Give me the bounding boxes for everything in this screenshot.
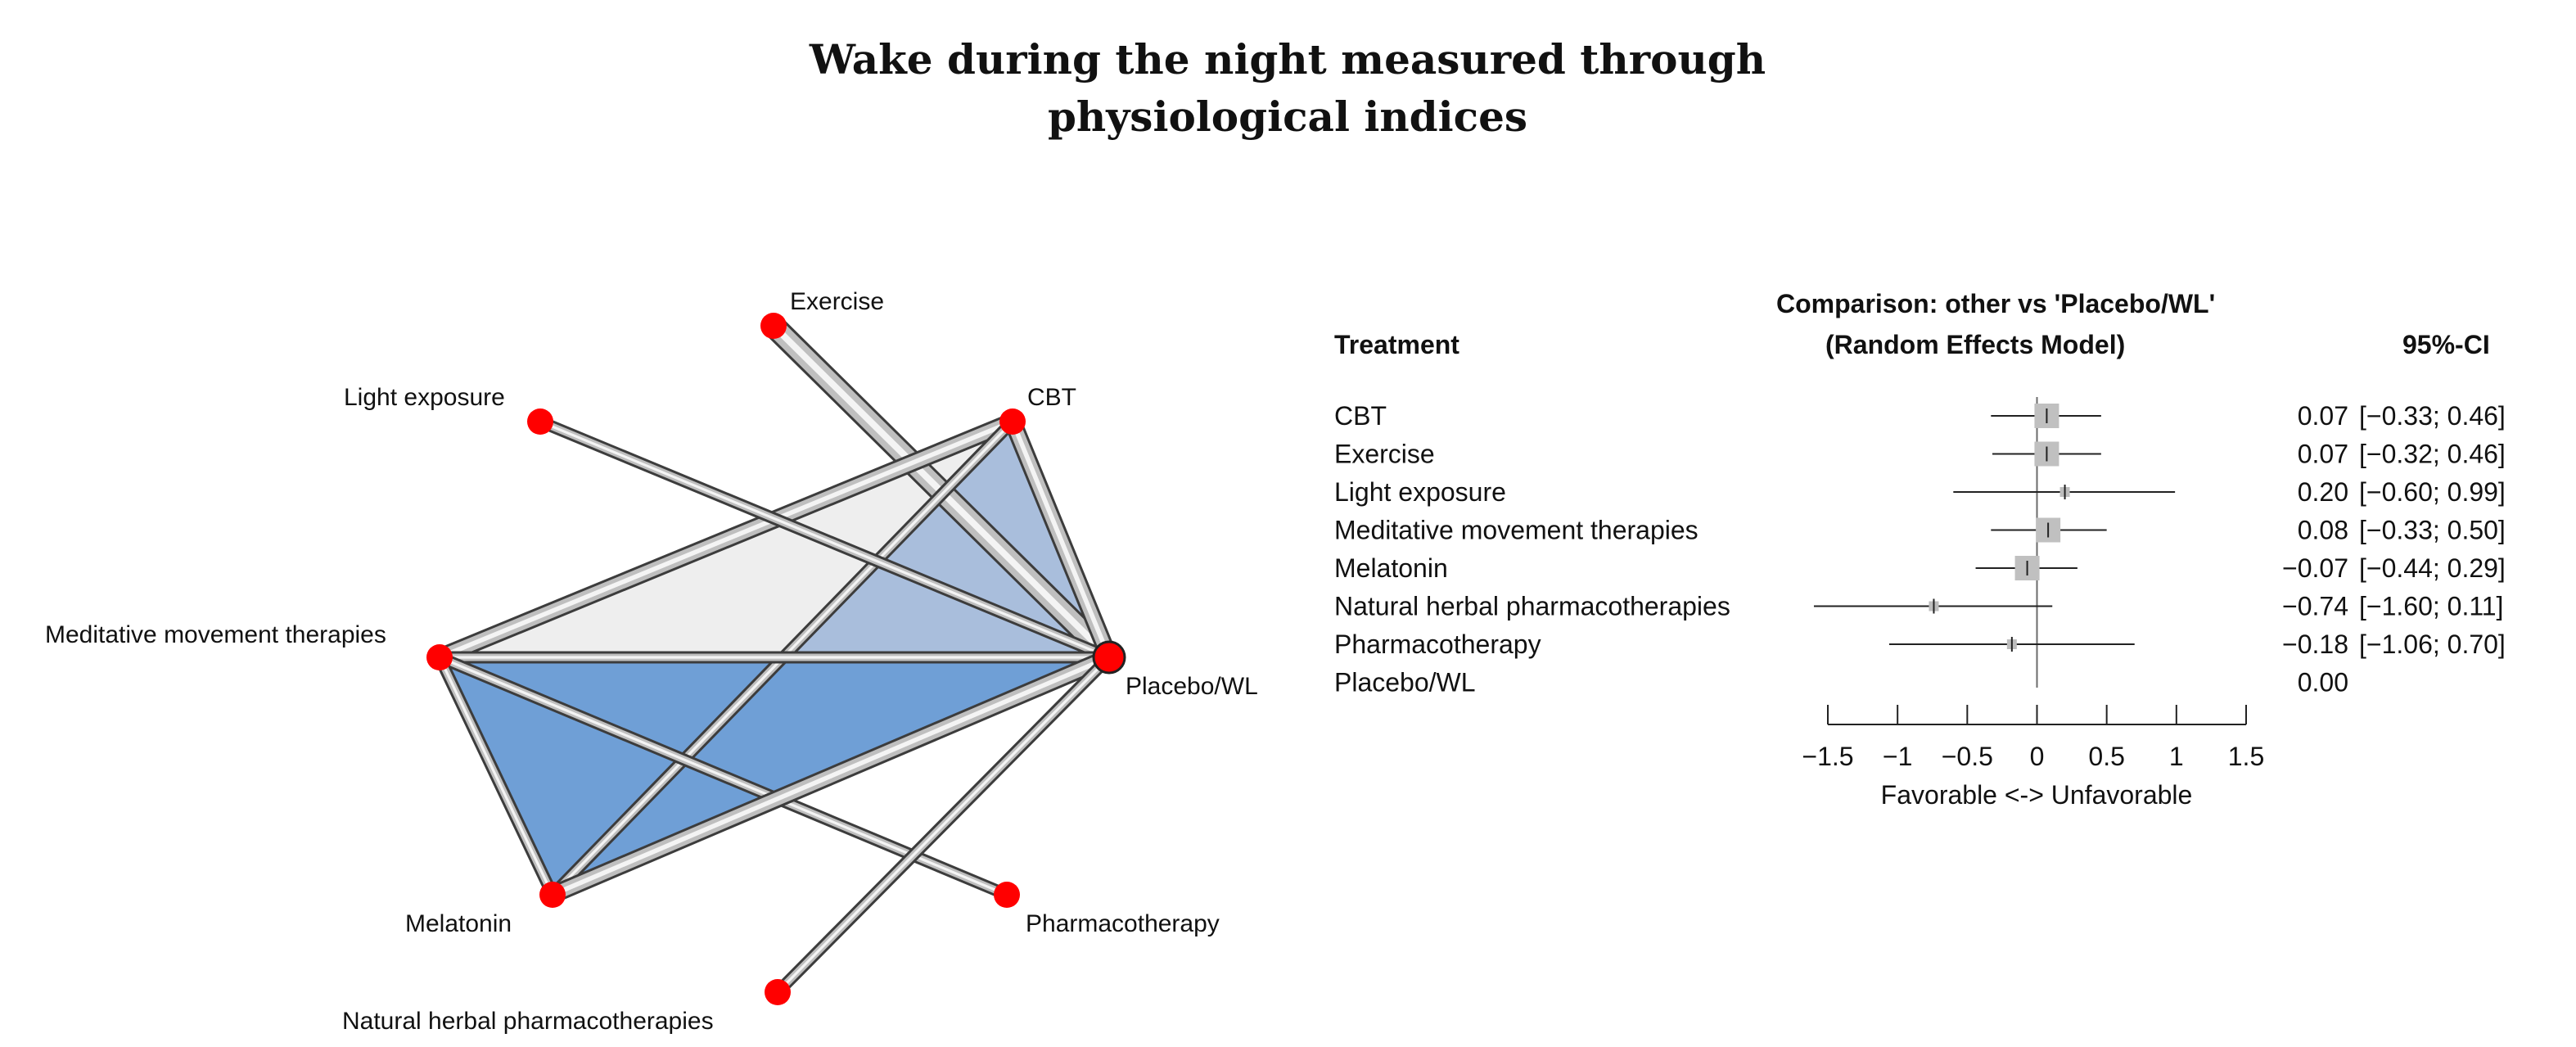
title-line-1: Wake during the night measured through [809, 35, 1766, 83]
forest-row-ci: [−0.32; 0.46] [2359, 440, 2506, 469]
forest-row: Natural herbal pharmacotherapies −0.74 [−1… [1334, 592, 2503, 621]
forest-row-estimate: 0.07 [2298, 401, 2348, 431]
network-node-pharma [994, 882, 1020, 908]
forest-x-tick-label: 1 [2169, 742, 2184, 771]
forest-header-title-2: (Random Effects Model) [1825, 330, 2125, 359]
network-edge-melatonin-placebo [544, 648, 1118, 904]
forest-row: CBT 0.07 [−0.33; 0.46] [1334, 401, 2506, 431]
node-label-melatonin: Melatonin [405, 910, 512, 937]
forest-row-ci: [−1.06; 0.70] [2359, 630, 2506, 659]
forest-row-ci: [−0.33; 0.50] [2359, 516, 2506, 545]
network-edges [431, 314, 1121, 999]
network-node-light [527, 408, 553, 435]
forest-x-tick-label: 0 [2030, 742, 2045, 771]
forest-header-title-1: Comparison: other vs 'Placebo/WL' [1776, 289, 2215, 318]
forest-row-ci: [−1.60; 0.11] [2359, 592, 2503, 621]
forest-row-treatment: Natural herbal pharmacotherapies [1334, 592, 1730, 621]
forest-x-tick-label: 1.5 [2228, 742, 2264, 771]
forest-row-estimate: −0.07 [2282, 553, 2348, 583]
forest-row-treatment: Exercise [1334, 440, 1435, 469]
node-label-placebo: Placebo/WL [1126, 673, 1258, 700]
forest-row-estimate: 0.20 [2298, 477, 2348, 507]
forest-row-ci: [−0.33; 0.46] [2359, 401, 2506, 431]
forest-row-ci: [−0.44; 0.29] [2359, 553, 2506, 583]
node-label-light: Light exposure [344, 384, 505, 411]
forest-row-treatment: Meditative movement therapies [1334, 516, 1699, 545]
forest-row-estimate: 0.08 [2298, 516, 2348, 545]
network-node-cbt [999, 408, 1026, 435]
treatment-header: Treatment [1334, 330, 1459, 359]
forest-row-ci: [−0.60; 0.99] [2359, 477, 2506, 507]
node-label-herbal: Natural herbal pharmacotherapies [342, 1008, 714, 1035]
network-labels: Exercise Light exposure CBT Meditative m… [45, 288, 1258, 1035]
figure-title: Wake during the night measured through p… [809, 35, 1766, 141]
node-label-mmt: Meditative movement therapies [45, 621, 386, 648]
network-edge-herbal-placebo [771, 651, 1116, 999]
network-edge-cbt-mmt [431, 413, 1022, 666]
network-node-melatonin [539, 882, 566, 908]
forest-row-estimate: 0.00 [2298, 668, 2348, 697]
forest-row: Exercise 0.07 [−0.32; 0.46] [1334, 440, 2506, 469]
forest-x-tick-label: −1.5 [1802, 742, 1853, 771]
forest-xlabel: Favorable <-> Unfavorable [1881, 780, 2193, 810]
forest-row-treatment: Placebo/WL [1334, 668, 1476, 697]
network-plot: Exercise Light exposure CBT Meditative m… [45, 288, 1258, 1035]
network-node-herbal [765, 979, 791, 1005]
forest-row: Light exposure 0.20 [−0.60; 0.99] [1334, 477, 2506, 507]
forest-row: Placebo/WL 0.00 [1334, 668, 2348, 697]
forest-row-estimate: −0.74 [2282, 592, 2348, 621]
forest-row-estimate: 0.07 [2298, 440, 2348, 469]
network-nodes [426, 313, 1126, 1005]
network-edge-light-placebo [534, 415, 1116, 664]
forest-row-treatment: Light exposure [1334, 477, 1506, 507]
node-label-pharma: Pharmacotherapy [1026, 910, 1220, 937]
forest-row-treatment: CBT [1334, 401, 1387, 431]
forest-x-tick-label: −0.5 [1942, 742, 1993, 771]
network-edge-cbt-placebo [1004, 413, 1118, 666]
node-label-exercise: Exercise [790, 288, 884, 315]
forest-axis: −1.5 −1 −0.5 0 0.5 1 1.5 [1802, 705, 2264, 771]
forest-x-tick-label: 0.5 [2088, 742, 2124, 771]
title-line-2: physiological indices [1048, 93, 1527, 141]
node-label-cbt: CBT [1027, 384, 1076, 411]
network-node-mmt [426, 644, 453, 670]
forest-rows: CBT 0.07 [−0.33; 0.46] Exercise 0.07 [−0.32; … [1334, 397, 2506, 697]
network-node-exercise [760, 313, 787, 339]
forest-row-estimate: −0.18 [2282, 630, 2348, 659]
forest-x-tick-label: −1 [1883, 742, 1912, 771]
forest-row: Pharmacotherapy −0.18 [−1.06; 0.70] [1334, 630, 2506, 659]
ci-header: 95%-CI [2402, 330, 2490, 359]
forest-row-treatment: Melatonin [1334, 553, 1448, 583]
forest-row: Meditative movement therapies 0.08 [−0.33;… [1334, 516, 2506, 545]
network-edge-melatonin-mmt [433, 651, 559, 901]
forest-row: Melatonin −0.07 [−0.44; 0.29] [1334, 553, 2506, 583]
forest-plot: Comparison: other vs 'Placebo/WL' (Rando… [1334, 289, 2506, 810]
forest-row-treatment: Pharmacotherapy [1334, 630, 1541, 659]
network-node-placebo [1092, 640, 1126, 675]
